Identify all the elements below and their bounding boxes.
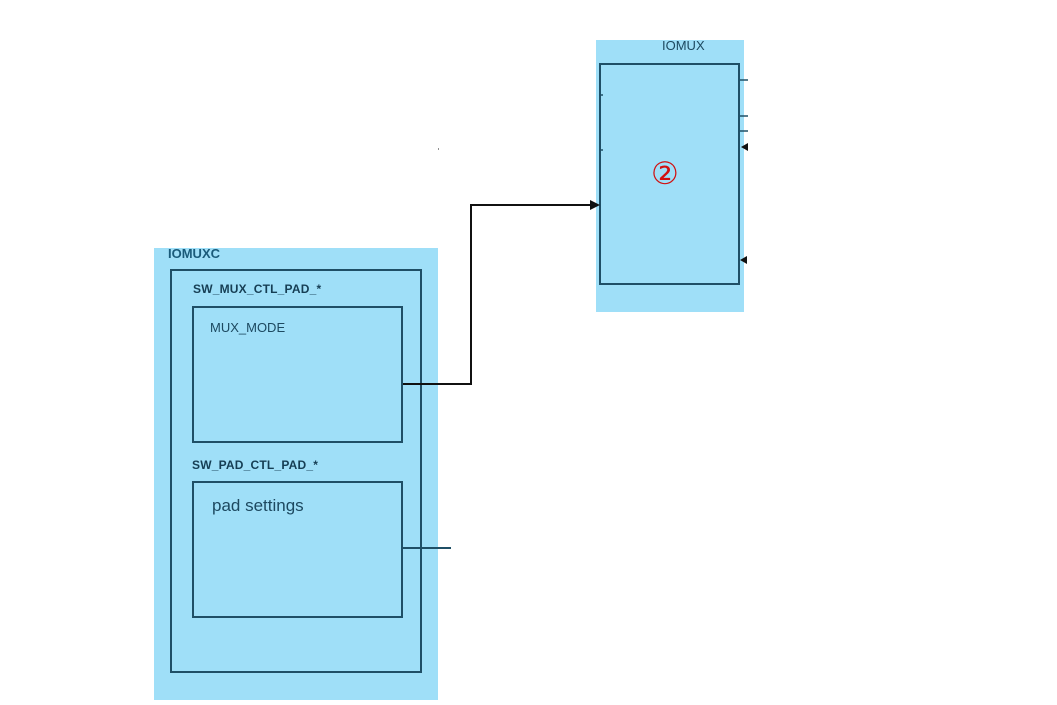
- iomux-title: IOMUX: [662, 38, 705, 53]
- pad-settings-box: [192, 481, 403, 618]
- iomuxc-inner-frame: [170, 269, 422, 673]
- iomux-inner-frame: [599, 63, 740, 285]
- mux-mode-box: [192, 306, 403, 443]
- mux-register-title: SW_MUX_CTL_PAD_*: [193, 282, 322, 296]
- pad-settings-label: pad settings: [212, 496, 304, 515]
- iomux-block: [596, 40, 744, 312]
- iomuxc-block: [154, 248, 438, 700]
- step-marker: ②: [651, 156, 679, 192]
- iomuxc-title: IOMUXC: [168, 246, 220, 261]
- mux-mode-label: MUX_MODE: [210, 320, 286, 335]
- pad-register-title: SW_PAD_CTL_PAD_*: [192, 458, 319, 472]
